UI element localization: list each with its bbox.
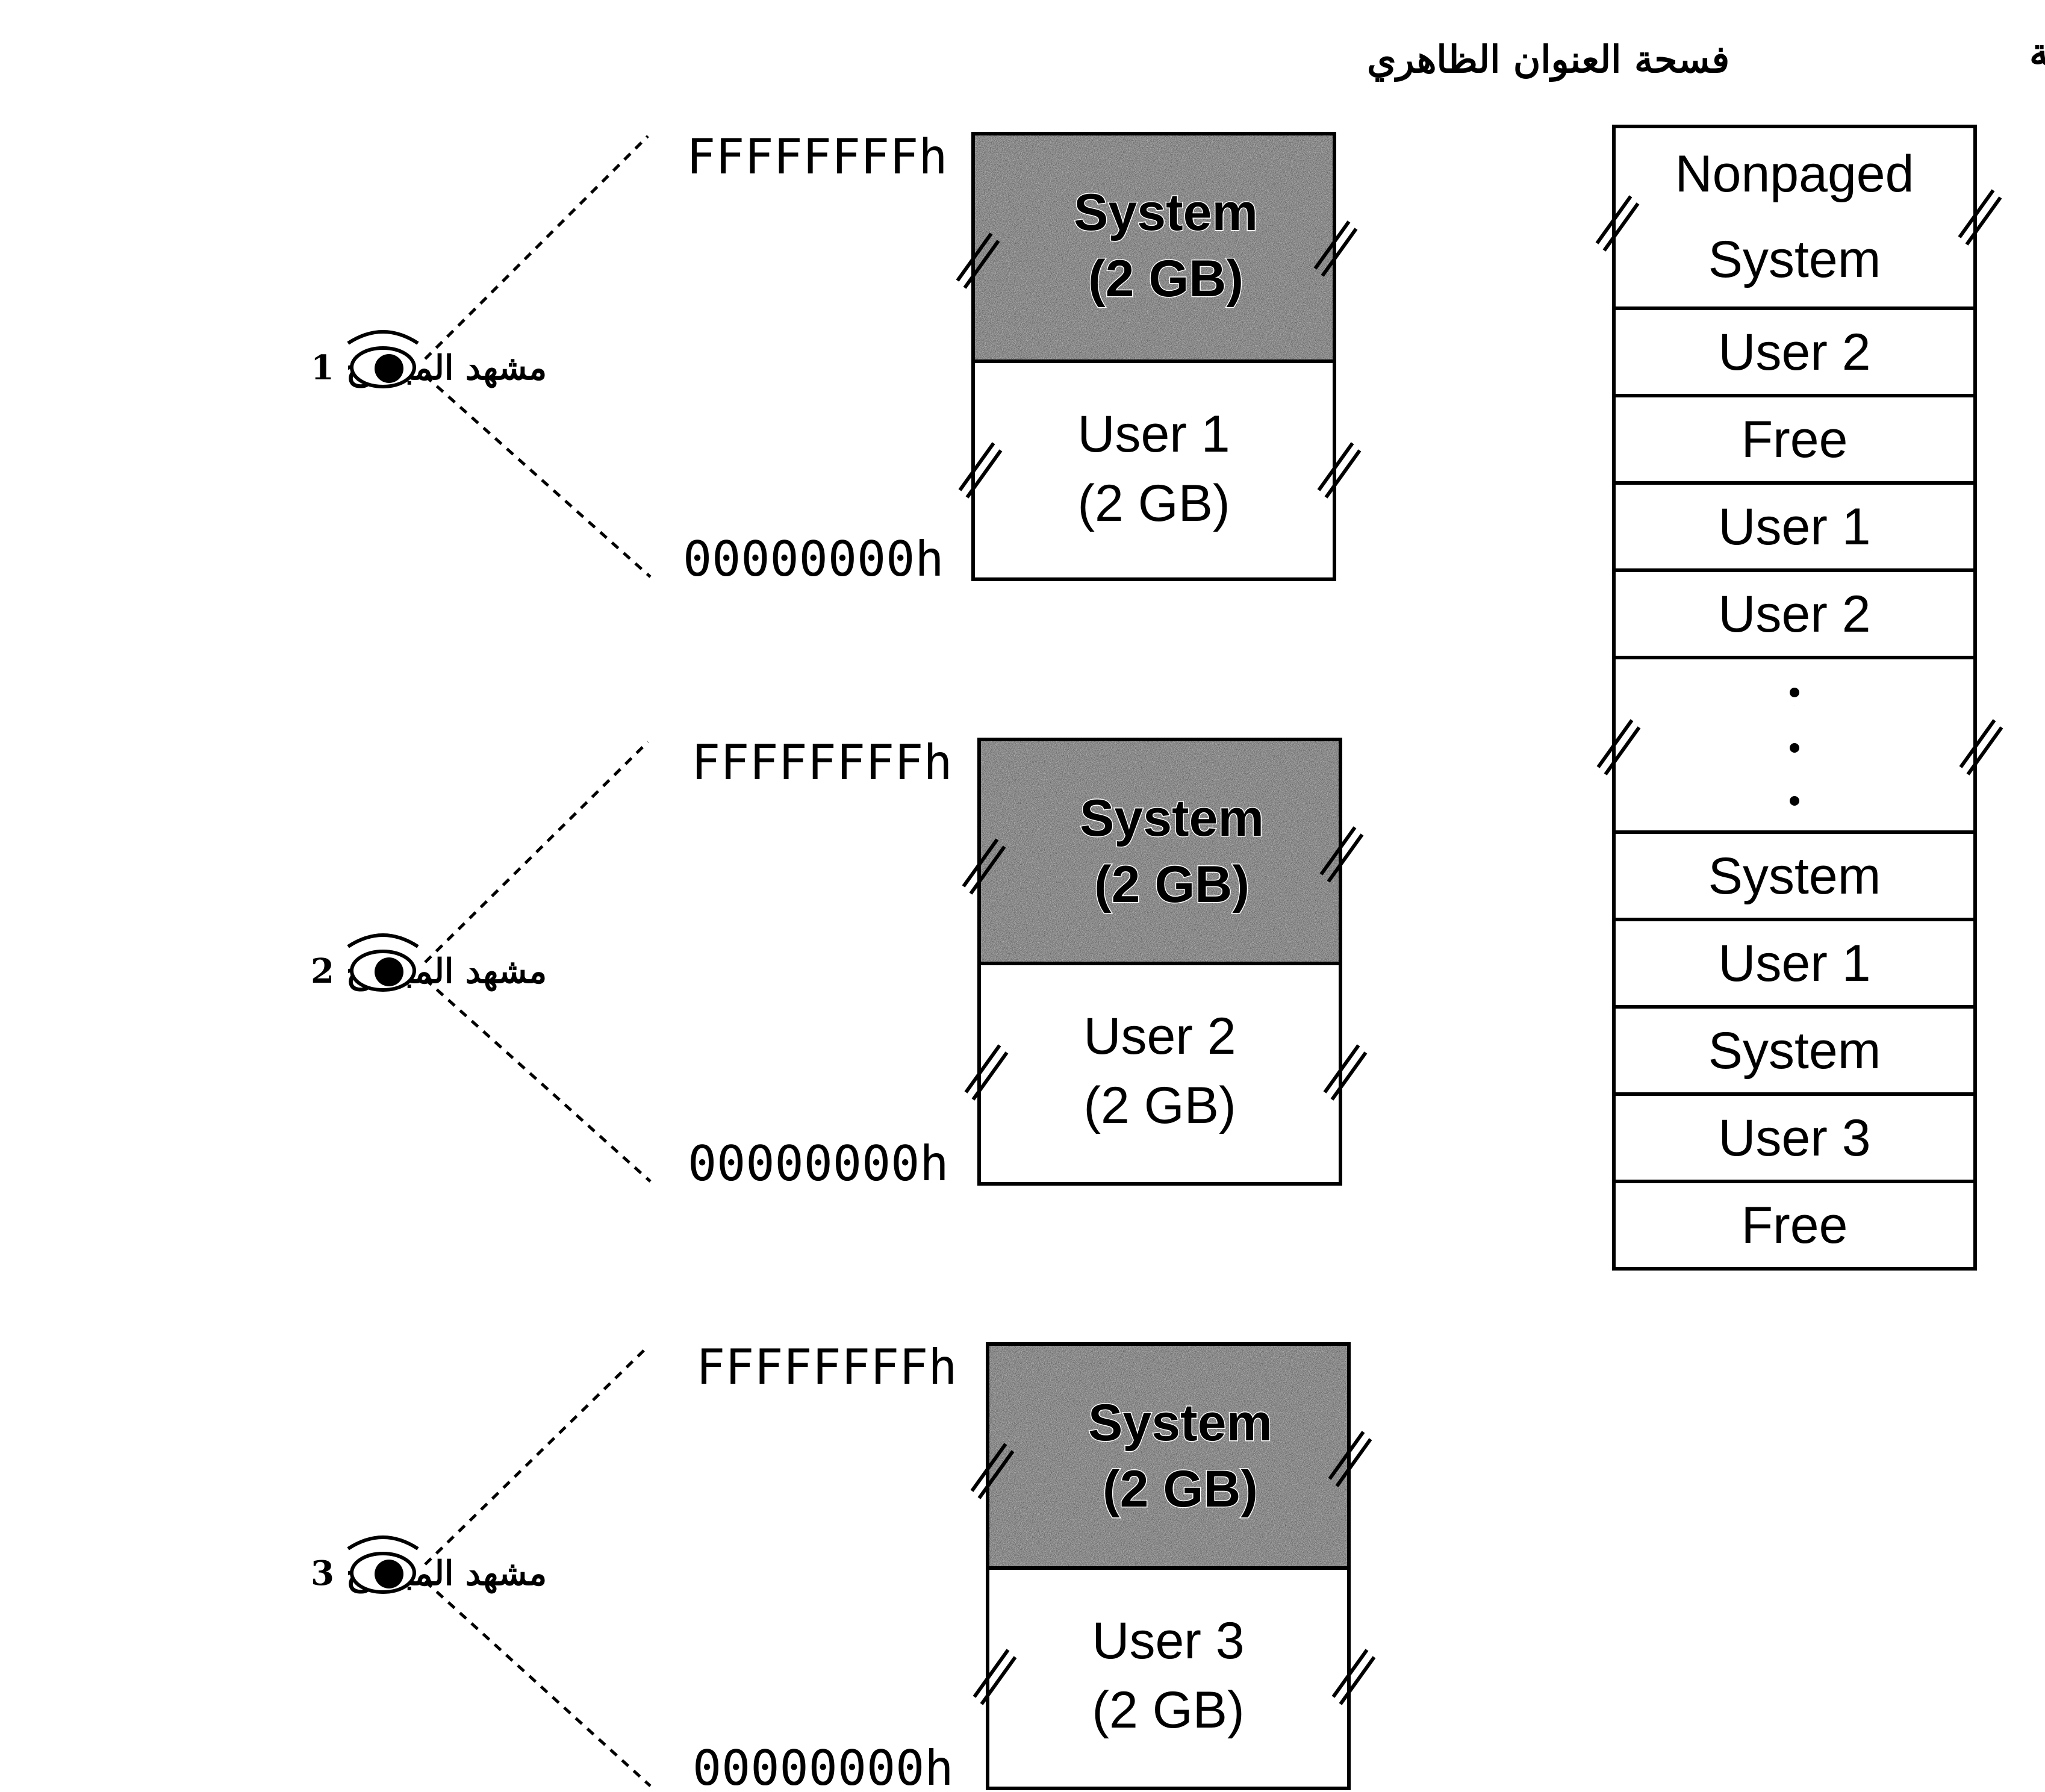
- memory-block-label: User 2: [1718, 323, 1870, 381]
- user-size: (2 GB): [1083, 1077, 1236, 1134]
- user-label: User 3: [1092, 1612, 1244, 1670]
- sightline-bottom: [424, 978, 652, 1183]
- bottom-address: 00000000h: [693, 1740, 953, 1792]
- user-label: User 1: [1077, 405, 1230, 463]
- top-address: FFFFFFFFh: [696, 1339, 957, 1395]
- memory-block: Free: [1612, 394, 1977, 485]
- system-label: System: [1080, 789, 1264, 847]
- memory-block: System: [1612, 1005, 1977, 1096]
- eye-icon: [347, 1535, 419, 1594]
- break-mark: [1958, 189, 2002, 246]
- memory-block-label: Free: [1742, 1196, 1848, 1254]
- programmer-view-2: مشهد المبرمج 2FFFFFFFFh00000000hSystem(2…: [311, 735, 1368, 1192]
- memory-gap: . . .: [1612, 656, 1977, 834]
- break-mark: [973, 1649, 1017, 1705]
- memory-block-label: System: [1708, 1022, 1881, 1080]
- break-mark: [962, 838, 1006, 895]
- break-mark: [1595, 195, 1640, 252]
- memory-block: Free: [1612, 1180, 1977, 1271]
- break-mark: [1959, 719, 2003, 776]
- break-mark: [958, 442, 1003, 499]
- memory-block: User 1: [1612, 481, 1977, 572]
- sightline-bottom: [424, 375, 652, 578]
- memory-block-label: User 2: [1718, 585, 1870, 643]
- memory-block-label: User 3: [1718, 1109, 1870, 1167]
- user-label: User 2: [1083, 1007, 1236, 1065]
- programmer-view-3: مشهد المبرمج 3FFFFFFFFh00000000hSystem(2…: [311, 1339, 1376, 1792]
- memory-block-label: System: [1708, 847, 1881, 905]
- eye-icon: [347, 330, 419, 388]
- programmer-view-1: مشهد المبرمج 1FFFFFFFFh00000000hSystem(2…: [311, 129, 1362, 587]
- system-block: System (2 GB): [971, 132, 1336, 363]
- user-block: User 3 (2 GB): [986, 1566, 1351, 1790]
- system-size: (2 GB): [1103, 1460, 1258, 1518]
- memory-block: User 1: [1612, 918, 1977, 1009]
- break-mark: [1328, 1431, 1372, 1487]
- user-block: User 1 (2 GB): [971, 359, 1336, 581]
- sightline-bottom: [424, 1580, 652, 1787]
- break-mark: [1313, 220, 1358, 277]
- system-label: System: [1074, 184, 1258, 241]
- memory-block-label: User 1: [1718, 498, 1870, 556]
- memory-block: User 2: [1612, 306, 1977, 397]
- sightline-top: [424, 741, 649, 963]
- system-size: (2 GB): [1088, 250, 1243, 308]
- break-mark: [1323, 1044, 1368, 1101]
- memory-block: System: [1612, 830, 1977, 921]
- ellipsis-dot: [1790, 688, 1799, 697]
- top-address: FFFFFFFFh: [686, 129, 947, 185]
- sightline-top: [424, 135, 649, 360]
- user-size: (2 GB): [1077, 474, 1230, 532]
- memory-block: User 2: [1612, 568, 1977, 659]
- memory-block-label: System: [1708, 231, 1881, 288]
- bottom-address: 00000000h: [688, 1136, 948, 1192]
- memory-block-label: Nonpaged: [1675, 145, 1914, 203]
- user-block: User 2 (2 GB): [977, 962, 1342, 1186]
- user-size: (2 GB): [1092, 1681, 1244, 1739]
- system-block: System (2 GB): [986, 1342, 1351, 1570]
- break-mark: [970, 1443, 1015, 1499]
- ellipsis-dot: [1790, 743, 1799, 753]
- break-mark: [1596, 719, 1641, 776]
- sightline-top: [424, 1345, 649, 1566]
- break-mark: [1317, 442, 1362, 499]
- ellipsis-dot: [1790, 796, 1799, 806]
- programmer-views: مشهد المبرمج 1FFFFFFFFh00000000hSystem(2…: [311, 129, 1376, 1792]
- top-address: FFFFFFFFh: [691, 735, 952, 791]
- memory-block-label: Free: [1742, 411, 1848, 468]
- system-block: System (2 GB): [977, 738, 1342, 965]
- system-size: (2 GB): [1094, 856, 1250, 913]
- break-mark: [1331, 1649, 1376, 1705]
- memory-block: User 3: [1612, 1092, 1977, 1183]
- memory-block-label: User 1: [1718, 935, 1870, 992]
- break-mark: [1319, 826, 1364, 883]
- ellipsis-dots: . . .: [1794, 705, 1795, 706]
- eye-icon: [347, 933, 419, 992]
- break-mark: [956, 232, 1000, 289]
- header-physical-memory: لقطة سريعة للذاكرة الفعليّة: [2029, 30, 2045, 75]
- break-mark: [964, 1044, 1009, 1101]
- system-label: System: [1088, 1394, 1272, 1452]
- bottom-address: 00000000h: [683, 531, 944, 587]
- header-virtual-address-space: فسحة العنوان الظاهري: [1367, 37, 1729, 82]
